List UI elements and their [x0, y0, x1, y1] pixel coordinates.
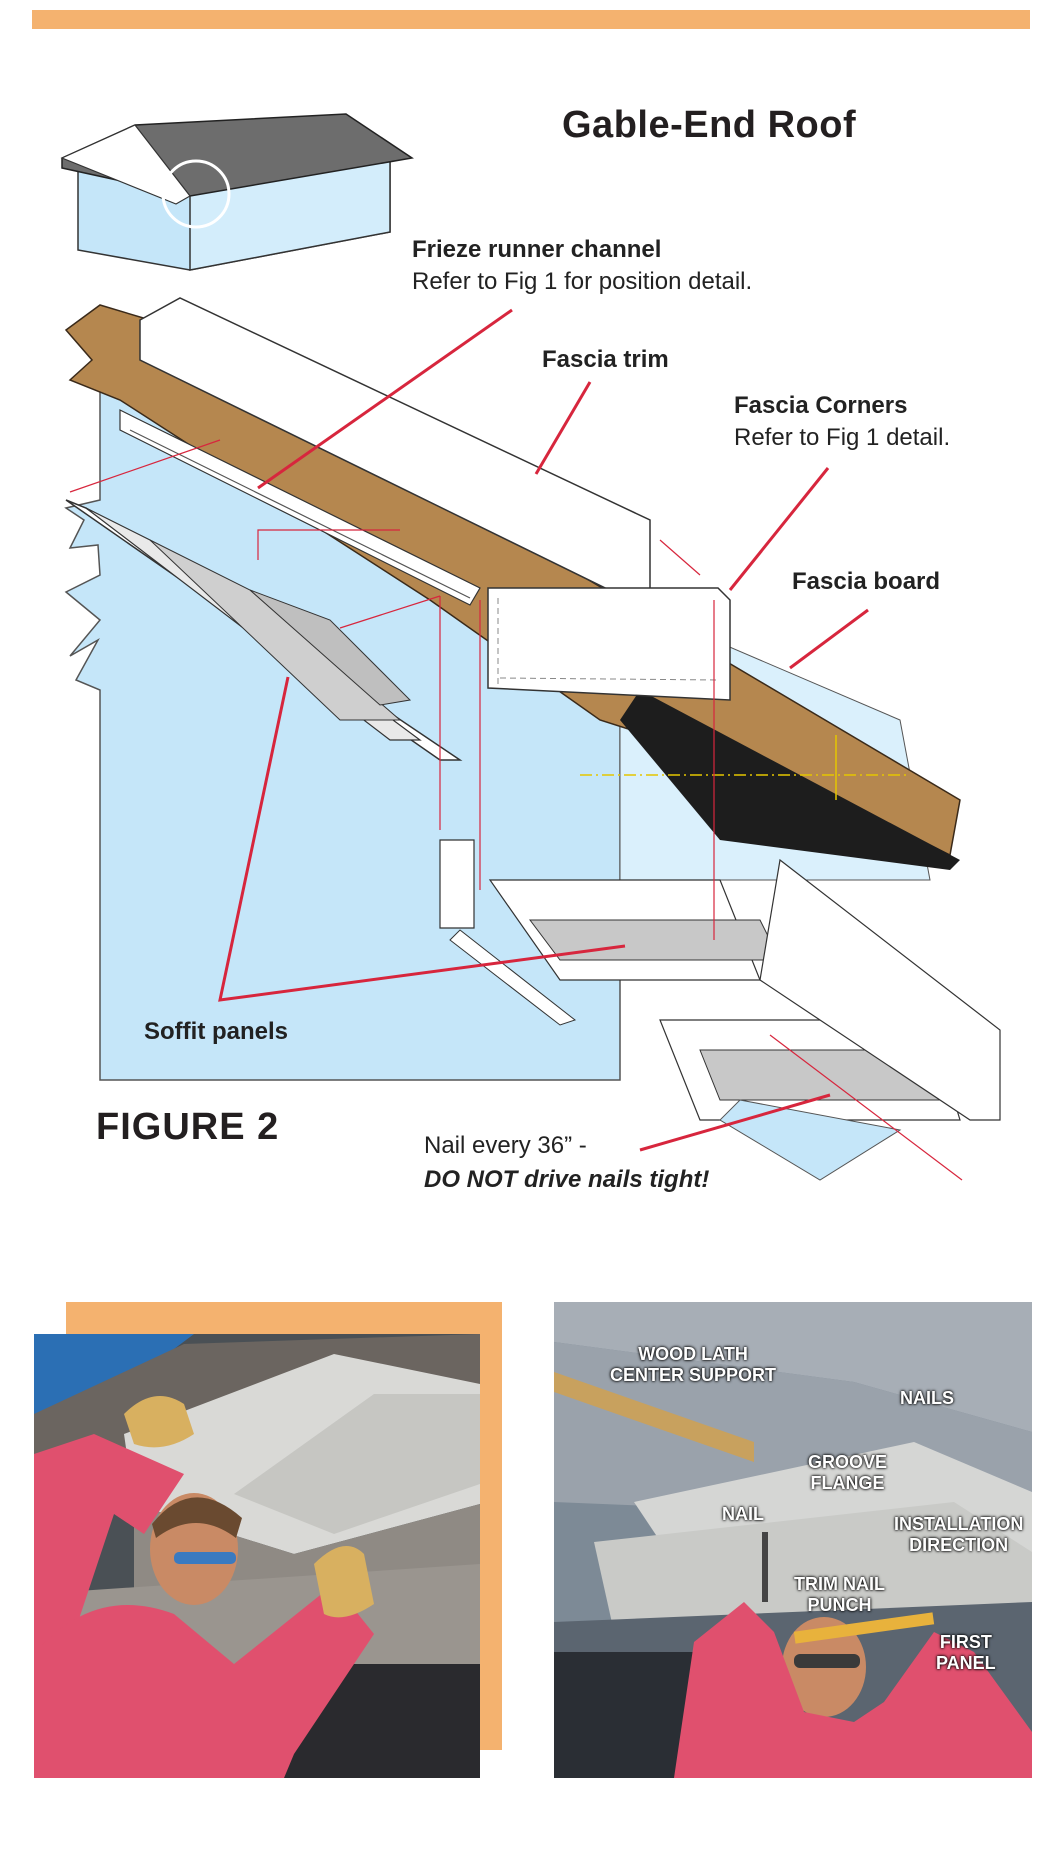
- label-nails: NAILS: [900, 1388, 954, 1408]
- fascia-trim-label: Fascia trim: [542, 346, 669, 373]
- label-first-panel: FIRST PANEL: [936, 1632, 996, 1673]
- house-thumbnail: [60, 113, 414, 271]
- fascia-trim-shape: [139, 297, 651, 612]
- frieze-runner-channel: [119, 409, 481, 606]
- figure-label: FIGURE 2: [96, 1106, 280, 1148]
- frieze-runner-label: Frieze runner channel: [412, 236, 662, 263]
- fascia-board-label: Fascia board: [792, 568, 941, 595]
- label-wood-lath: WOOD LATH CENTER SUPPORT: [610, 1344, 777, 1385]
- diagram-title: Gable-End Roof: [562, 104, 857, 146]
- soffit-panels-lower: [439, 839, 1001, 1181]
- frieze-runner-note: Refer to Fig 1 for position detail.: [412, 268, 753, 295]
- fascia-corners-label: Fascia Corners: [734, 392, 908, 419]
- label-nail: NAIL: [722, 1504, 764, 1524]
- nail-instruction: Nail every 36” -: [424, 1132, 587, 1159]
- leader-lines: [218, 308, 869, 1152]
- soffit-panels-label: Soffit panels: [144, 1018, 289, 1045]
- fascia-corner-box: [487, 587, 731, 701]
- photo-installing-soffit: [34, 1334, 480, 1778]
- fascia-corners-note: Refer to Fig 1 detail.: [734, 424, 951, 451]
- top-accent-bar: [32, 10, 1030, 29]
- label-installation-direction: INSTALLATION DIRECTION: [894, 1514, 1024, 1555]
- label-groove-flange: GROOVE FLANGE: [808, 1452, 888, 1493]
- gable-end-roof-diagram: [60, 113, 1001, 1181]
- label-trim-nail-punch: TRIM NAIL PUNCH: [794, 1574, 885, 1615]
- photo-nailing-soffit: WOOD LATH CENTER SUPPORT NAILS GROOVE FL…: [554, 1302, 1032, 1778]
- nail-warning: DO NOT drive nails tight!: [424, 1166, 710, 1193]
- soffit-panel-tilted: [65, 499, 463, 761]
